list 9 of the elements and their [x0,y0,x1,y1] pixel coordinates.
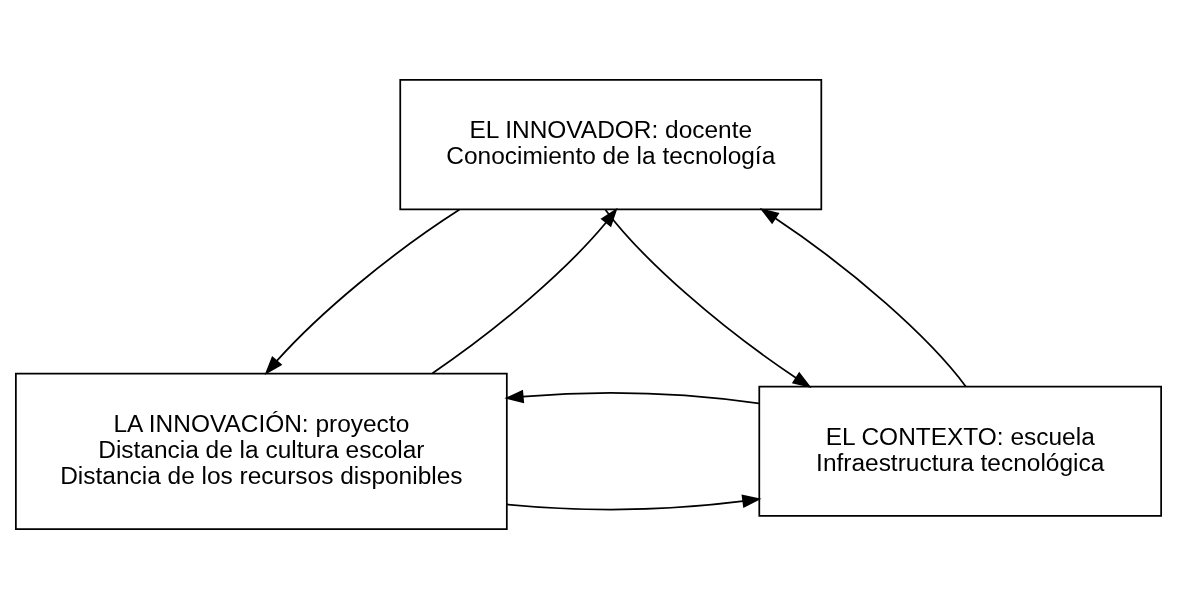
arrow [759,208,967,388]
arrow [504,389,760,405]
arrow [431,207,618,375]
node-box: EL CONTEXTO: escuela Infraestructura tecnológica [758,385,1162,517]
node-box: LA INNOVACIÓN: proyecto Distancia de la cultura escolar Distancia de los recursos disponibles [15,372,508,530]
arrow [264,208,461,375]
node-box: EL INNOVADOR: docente Conocimiento de la tecnología [399,79,823,211]
arrow [506,494,762,511]
arrow [604,209,812,388]
